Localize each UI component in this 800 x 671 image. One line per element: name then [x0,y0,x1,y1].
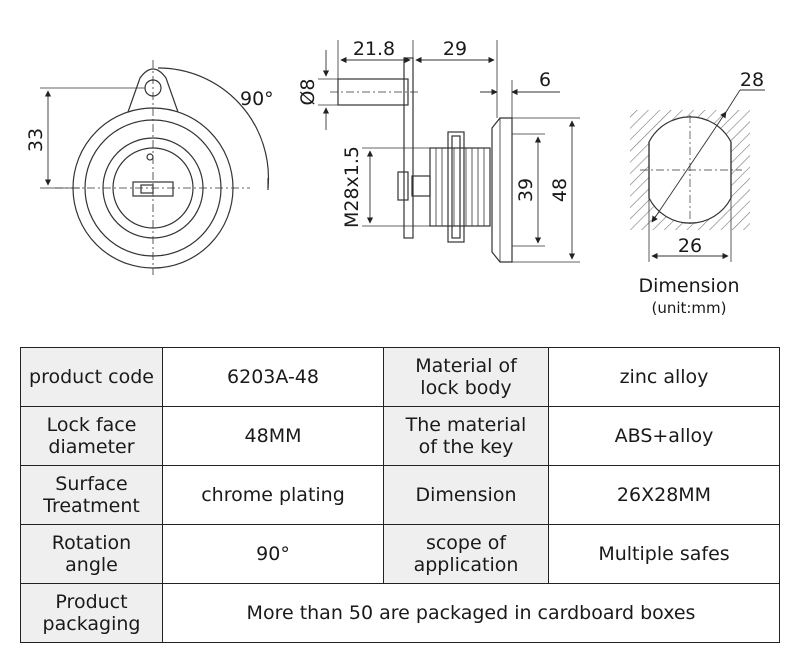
cutout-view [630,89,765,262]
spec-table: product code 6203A-48 Material of lock b… [20,347,780,643]
spec-label: product code [20,347,163,407]
spec-value: 26X28MM [548,465,780,525]
lock-face [491,117,513,263]
rotation-angle-label: 90° [240,88,274,110]
table-row: Rotation angle 90° scope of application … [20,524,780,584]
body-length-dim: 29 [443,38,467,60]
face-thickness-dim: 6 [539,69,551,91]
table-row: Lock face diameter 48MM The material of … [20,406,780,466]
spec-value: 48MM [162,406,384,466]
spec-label: The material of the key [383,406,549,466]
unit-caption: (unit:mm) [651,299,726,317]
dimension-caption: Dimension [639,275,740,297]
spec-label: Material of lock body [383,347,549,407]
spec-label: Lock face diameter [20,406,163,466]
indicator-pin [146,153,154,161]
spec-label: Dimension [383,465,549,525]
spec-label: Rotation angle [20,524,163,584]
shaft-diameter-dim: Ø8 [297,78,319,105]
side-view [318,40,580,263]
spec-value: chrome plating [162,465,384,525]
spec-value: More than 50 are packaged in cardboard b… [162,583,780,643]
spec-label: Surface Treatment [20,465,163,525]
table-row: product code 6203A-48 Material of lock b… [20,347,780,407]
spec-value: zinc alloy [548,347,780,407]
cutout-height-dim: 28 [740,69,764,91]
inner-diameter-dim: 39 [515,178,537,202]
spec-value: 6203A-48 [162,347,384,407]
nut [447,131,465,243]
cutout-width-dim: 26 [678,235,702,257]
front-height-dim: 33 [25,128,47,152]
spec-value: 90° [162,524,384,584]
spec-label: scope of application [383,524,549,584]
cam-tab [127,68,179,113]
shaft-length-dim: 21.8 [353,38,395,60]
rotation-arc [157,67,270,189]
spec-value: ABS+alloy [548,406,780,466]
face-diameter-dim: 48 [549,178,571,202]
technical-drawing: 33 90° [25,38,765,317]
front-view [40,60,270,275]
spec-label: Product packaging [20,583,163,643]
table-row: Surface Treatment chrome plating Dimensi… [20,465,780,525]
table-row: Product packaging More than 50 are packa… [20,583,780,643]
spec-value: Multiple safes [548,524,780,584]
thread-dim: M28x1.5 [341,146,363,228]
